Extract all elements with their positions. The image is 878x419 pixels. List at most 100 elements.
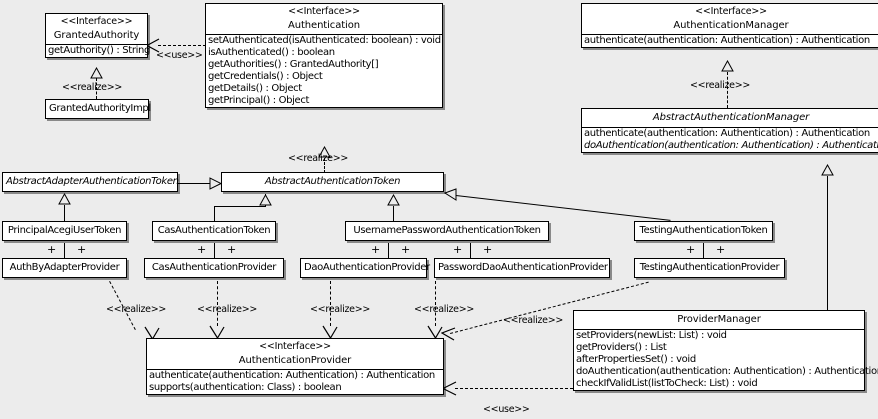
class-name-label: AuthenticationProvider — [238, 354, 352, 366]
assoc-plus: + — [453, 243, 463, 256]
class-name-label: AbstractAuthenticationManager — [652, 112, 810, 123]
hollow-triangle-up-icon — [318, 146, 331, 158]
class-header-authentication-provider: <<Interface>> AuthenticationProvider — [147, 339, 443, 369]
connector-providermanager-generalizes-abstractauthmanager — [827, 176, 828, 310]
assoc-castoken-casprovider — [214, 243, 215, 259]
class-box-abstract-authentication-manager[interactable]: AbstractAuthenticationManager authentica… — [581, 108, 878, 153]
hollow-triangle-up-icon — [259, 194, 272, 206]
class-box-granted-authority-impl[interactable]: GrantedAuthorityImpl — [45, 99, 151, 119]
connector-abstracttoken-realizes-authentication — [324, 158, 325, 173]
class-box-cas-authentication-token[interactable]: CasAuthenticationToken — [152, 221, 276, 241]
class-name-label: PasswordDaoAuthenticationProvider — [438, 262, 608, 273]
class-box-dao-authentication-provider[interactable]: DaoAuthenticationProvider — [300, 258, 430, 278]
class-box-testing-authentication-token[interactable]: TestingAuthenticationToken — [634, 221, 773, 241]
class-box-testing-authentication-provider[interactable]: TestingAuthenticationProvider — [634, 258, 785, 278]
operation-row: authenticate(authentication: Authenticat… — [584, 128, 870, 139]
class-name-label: GrantedAuthorityImpl — [49, 103, 151, 114]
operation-row: doAuthentication(authentication: Authent… — [576, 366, 878, 377]
class-box-password-dao-authentication-provider[interactable]: PasswordDaoAuthenticationProvider — [434, 258, 610, 278]
class-operations-abstract-authentication-manager: authenticate(authentication: Authenticat… — [582, 127, 878, 152]
class-header-provider-manager: ProviderManager — [574, 311, 864, 329]
class-box-username-password-authentication-token[interactable]: UsernamePasswordAuthenticationToken — [345, 221, 549, 241]
connector-label-use-authprovider: <<use>> — [483, 404, 530, 415]
class-box-cas-authentication-provider[interactable]: CasAuthenticationProvider — [144, 258, 284, 278]
class-name-label: TestingAuthenticationProvider — [639, 262, 780, 273]
operation-row: setAuthenticated(isAuthenticated: boolea… — [208, 34, 441, 46]
class-header-cas-authentication-token: CasAuthenticationToken — [153, 222, 275, 240]
open-arrow-left-icon — [441, 327, 456, 342]
assoc-plus: + — [401, 243, 411, 256]
class-name-label: UsernamePasswordAuthenticationToken — [353, 225, 541, 236]
class-name-label: CasAuthenticationProvider — [151, 262, 277, 273]
hollow-triangle-up-icon — [721, 60, 734, 72]
class-box-authentication-manager[interactable]: <<Interface>> AuthenticationManager auth… — [581, 3, 878, 48]
class-name-label: PrincipalAcegiUserToken — [7, 225, 122, 236]
class-header-principal-acegi-user-token: PrincipalAcegiUserToken — [3, 222, 126, 240]
operation-row: getPrincipal() : Object — [208, 94, 310, 106]
operation-row: afterPropertiesSet() : void — [576, 354, 696, 365]
operation-row: getProviders() : List — [576, 342, 667, 353]
open-arrow-left-icon — [442, 381, 457, 396]
class-header-username-password-authentication-token: UsernamePasswordAuthenticationToken — [346, 222, 548, 240]
assoc-plus: + — [77, 243, 87, 256]
class-name-label: AuthByAdapterProvider — [9, 262, 120, 273]
operation-row: doAuthentication(authentication: Authent… — [584, 140, 878, 151]
connector-auth-uses-grantedauthority — [158, 45, 206, 46]
connector-label-use-grantedauthority: <<use>> — [156, 50, 203, 61]
assoc-testingtoken-testingprovider — [703, 243, 704, 259]
class-box-abstract-adapter-authentication-token[interactable]: AbstractAdapterAuthenticationToken — [2, 172, 179, 192]
open-arrow-down-icon — [209, 325, 225, 339]
connector-passworddao-realizes-authprovider — [435, 281, 436, 326]
stereotype-label: <<Interface>> — [259, 341, 331, 352]
class-header-abstract-authentication-manager: AbstractAuthenticationManager — [582, 109, 878, 127]
operation-row: setProviders(newList: List) : void — [576, 330, 727, 341]
connector-label-realize-dao: <<realize>> — [310, 304, 371, 315]
class-operations-provider-manager: setProviders(newList: List) : void getPr… — [574, 329, 878, 390]
class-operations-granted-authority: getAuthority() : String — [46, 43, 151, 57]
hollow-triangle-left-icon — [444, 188, 457, 201]
class-header-granted-authority-impl: GrantedAuthorityImpl — [46, 100, 151, 118]
hollow-triangle-up-icon — [821, 164, 834, 176]
class-header-authentication: <<Interface>> Authentication — [206, 4, 442, 34]
class-box-granted-authority[interactable]: <<Interface>> GrantedAuthority getAuthor… — [45, 13, 151, 58]
class-box-provider-manager[interactable]: ProviderManager setProviders(newList: Li… — [573, 310, 878, 391]
assoc-plus: + — [47, 243, 57, 256]
class-name-label: AuthenticationManager — [673, 19, 789, 31]
connector-providermanager-uses-authprovider — [455, 388, 573, 389]
class-box-abstract-authentication-token[interactable]: AbstractAuthenticationToken — [221, 172, 444, 192]
class-box-auth-by-adapter-provider[interactable]: AuthByAdapterProvider — [2, 258, 127, 278]
assoc-userpasstoken-daoprovider — [388, 243, 389, 259]
class-box-principal-acegi-user-token[interactable]: PrincipalAcegiUserToken — [2, 221, 127, 241]
class-header-cas-authentication-provider: CasAuthenticationProvider — [145, 259, 283, 277]
class-name-label: CasAuthenticationToken — [157, 225, 271, 236]
connector-label-realize-testing: <<realize>> — [503, 315, 564, 326]
hollow-triangle-up-icon — [387, 194, 400, 206]
connector-label-realize-authentication: <<realize>> — [288, 153, 349, 164]
class-operations-authentication-provider: authenticate(authentication: Authenticat… — [147, 368, 443, 394]
class-header-password-dao-authentication-provider: PasswordDaoAuthenticationProvider — [435, 259, 609, 277]
operation-row: getAuthority() : String — [48, 44, 151, 56]
class-header-dao-authentication-provider: DaoAuthenticationProvider — [301, 259, 430, 277]
connector-castoken-elbow — [214, 206, 266, 207]
class-box-authentication[interactable]: <<Interface>> Authentication setAuthenti… — [205, 3, 443, 108]
class-header-auth-by-adapter-provider: AuthByAdapterProvider — [3, 259, 126, 277]
open-arrow-down-icon — [322, 325, 338, 339]
class-header-testing-authentication-provider: TestingAuthenticationProvider — [635, 259, 784, 277]
assoc-plus: + — [686, 243, 696, 256]
operation-row: authenticate(authentication: Authenticat… — [149, 369, 435, 381]
connector-dao-realizes-authprovider — [330, 281, 331, 326]
operation-row: checkIfValidList(listToCheck: List) : vo… — [576, 378, 758, 389]
hollow-triangle-up-icon — [90, 67, 103, 79]
operation-row: getAuthorities() : GrantedAuthority[] — [208, 58, 379, 70]
class-header-authentication-manager: <<Interface>> AuthenticationManager — [582, 4, 878, 34]
class-header-abstract-adapter-authentication-token: AbstractAdapterAuthenticationToken — [3, 173, 179, 191]
class-name-label: GrantedAuthority — [53, 29, 140, 41]
class-box-authentication-provider[interactable]: <<Interface>> AuthenticationProvider aut… — [146, 338, 444, 395]
connector-label-realize-authbyadapter: <<realize>> — [106, 304, 167, 315]
connector-principaltoken-generalizes-adaptertoken — [64, 205, 65, 222]
assoc-plus: + — [371, 243, 381, 256]
connector-testingtoken-generalizes-abstracttoken — [455, 195, 671, 221]
assoc-plus: + — [197, 243, 207, 256]
stereotype-label: <<Interface>> — [288, 6, 360, 17]
